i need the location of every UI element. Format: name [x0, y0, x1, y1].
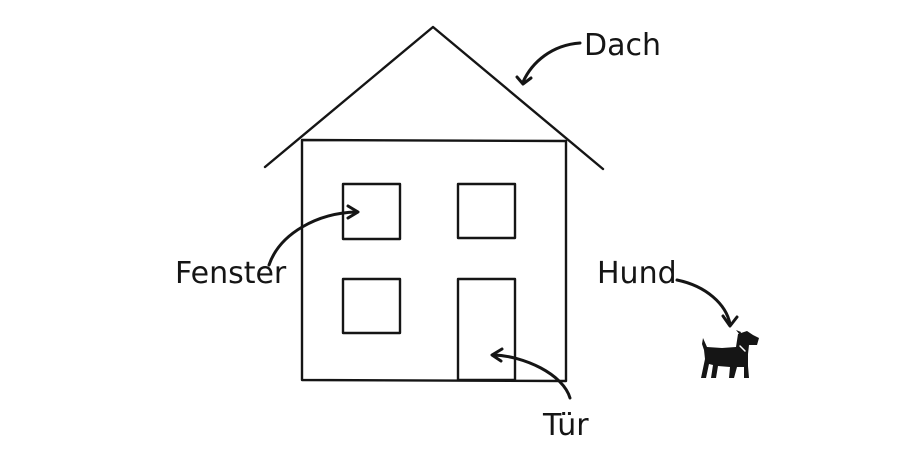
window-top-left: [341, 182, 402, 241]
roof-label: Dach: [584, 28, 661, 63]
dog-arrow-head: [721, 314, 739, 328]
window-top-right: [456, 182, 517, 240]
roof-arrow: [521, 41, 582, 84]
window-bottom-left: [341, 277, 402, 335]
house-body: [300, 138, 568, 383]
dog-arrow: [675, 278, 732, 326]
door-arrow: [492, 353, 572, 400]
door-label: Tür: [542, 408, 589, 443]
roof-outline: [263, 25, 605, 171]
window-arrow: [267, 210, 358, 267]
roof-arrow-head: [515, 75, 533, 86]
dog-label: Hund: [597, 256, 677, 291]
door-arrow-head: [490, 347, 504, 363]
window-label: Fenster: [175, 256, 287, 291]
window-arrow-head: [346, 204, 360, 220]
dog-icon: [701, 330, 759, 378]
door-outline: [456, 277, 517, 382]
